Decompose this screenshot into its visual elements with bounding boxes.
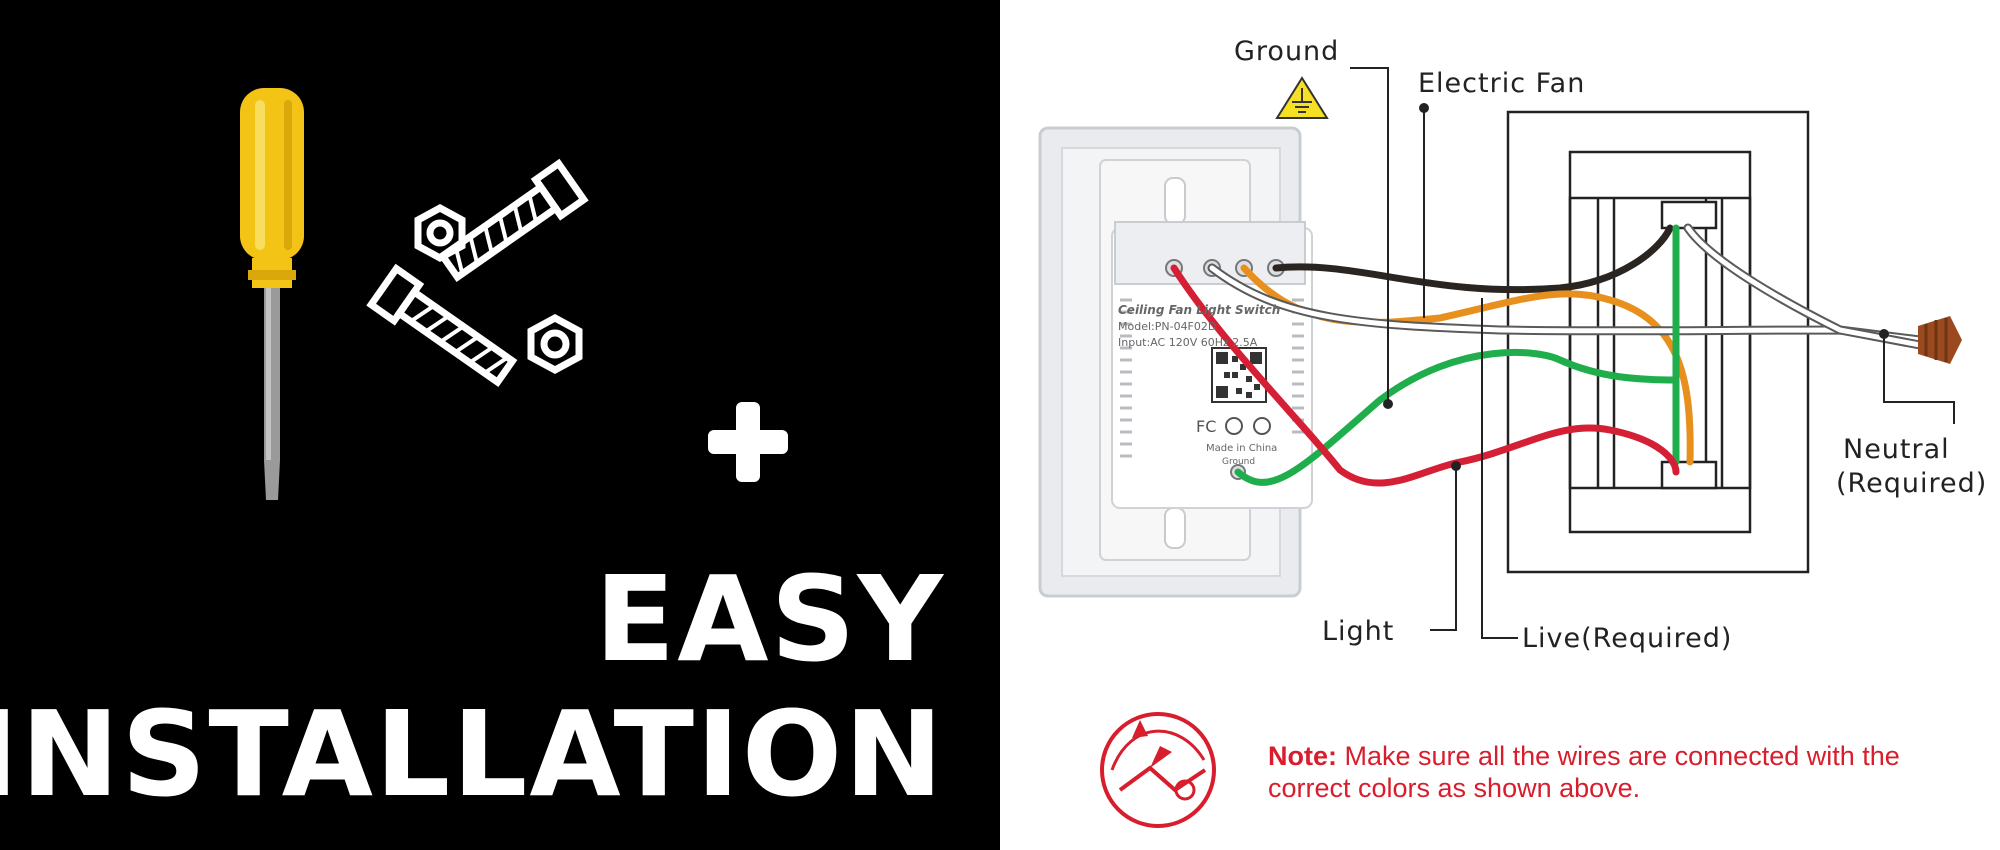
plate-input: Input:AC 120V 60Hz 2.5A bbox=[1118, 336, 1258, 349]
wire-nut-icon bbox=[1918, 316, 1962, 364]
neutral-label: Neutral bbox=[1843, 434, 1950, 465]
plus-icon bbox=[708, 402, 788, 482]
wiring-diagram: FC bbox=[1038, 67, 1962, 828]
tools-illustration bbox=[240, 88, 788, 500]
fcc-mark: FC bbox=[1196, 417, 1216, 436]
easy-installation-panel: EASY INSTALLATION bbox=[0, 0, 1000, 850]
wiring-diagram-panel: FC bbox=[1000, 0, 2000, 850]
green-wire bbox=[1234, 348, 1680, 486]
headline-installation: INSTALLATION bbox=[0, 685, 945, 823]
black-wire bbox=[1272, 224, 1674, 294]
bolt-icon bbox=[437, 158, 589, 283]
installation-note: Note: Make sure all the wires are connec… bbox=[1268, 740, 1968, 804]
plate-title: Ceiling Fan Light Switch bbox=[1118, 303, 1281, 317]
screwdriver-icon bbox=[240, 88, 304, 500]
red-wire bbox=[1170, 264, 1680, 487]
neutral-required-label: (Required) bbox=[1836, 468, 1988, 499]
junction-box bbox=[1506, 110, 1810, 574]
etl-mark-icon bbox=[1253, 417, 1271, 435]
plate-ground-terminal: Ground bbox=[1222, 457, 1256, 467]
note-text: Make sure all the wires are connected wi… bbox=[1268, 741, 1900, 803]
live-label: Live(Required) bbox=[1522, 623, 1733, 654]
bolt-icon-2 bbox=[366, 263, 518, 388]
plate-model: Model:PN-04F02D bbox=[1118, 320, 1217, 333]
neutral-wire-1-core bbox=[1209, 265, 1923, 343]
headline-easy: EASY bbox=[594, 550, 945, 688]
leader-lines bbox=[1350, 67, 1955, 639]
plate-made-in: Made in China bbox=[1206, 443, 1278, 454]
ground-warning-icon bbox=[1275, 76, 1329, 119]
recycle-icon bbox=[1225, 417, 1243, 435]
ground-label: Ground bbox=[1234, 36, 1340, 67]
qr-code bbox=[1211, 347, 1267, 403]
neutral-wire-2-core bbox=[1685, 225, 1923, 348]
wires bbox=[1170, 223, 1925, 487]
hex-nut-icon-2 bbox=[527, 314, 583, 374]
note-prefix: Note: bbox=[1268, 741, 1337, 771]
wire-connection-warning-icon bbox=[1100, 712, 1216, 828]
electric-fan-label: Electric Fan bbox=[1418, 68, 1586, 99]
light-label: Light bbox=[1322, 616, 1395, 647]
